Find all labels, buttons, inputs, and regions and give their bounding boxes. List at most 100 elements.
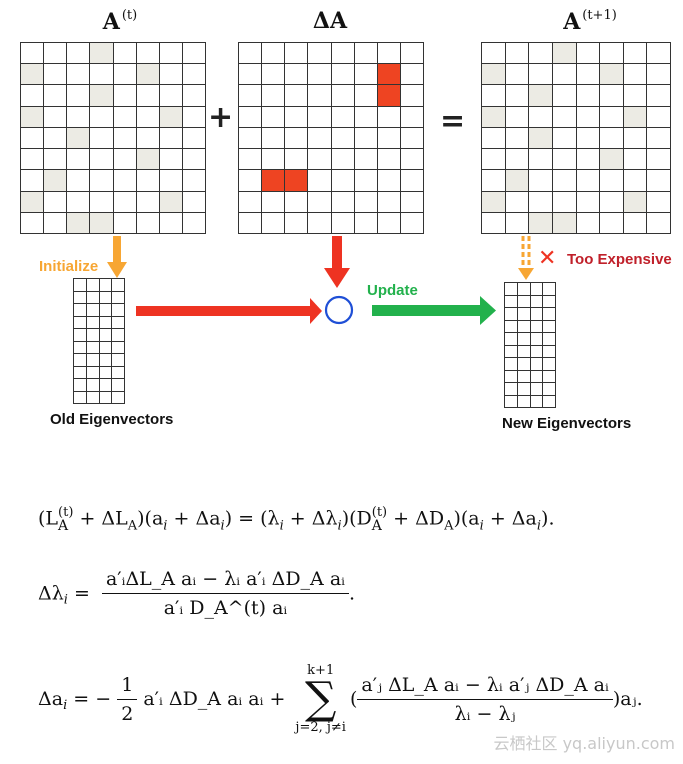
matrix-title-delta-a: ΔA — [300, 8, 360, 34]
old-eigenvectors-grid — [73, 278, 125, 404]
flow-arrows — [107, 236, 534, 325]
matrix-cell — [481, 126, 506, 150]
matrix-cell — [542, 344, 556, 358]
matrix-cell — [98, 365, 113, 379]
matrix-cell — [307, 169, 332, 192]
matrix-cell — [19, 84, 45, 107]
matrix-cell — [529, 307, 544, 321]
matrix-cell — [111, 353, 125, 367]
matrix-cell — [307, 84, 332, 107]
matrix-cell — [89, 148, 114, 171]
matrix-cell — [112, 169, 137, 192]
matrix-cell — [399, 169, 425, 192]
matrix-cell — [19, 190, 45, 213]
matrix-cell — [542, 332, 556, 346]
matrix-cell — [353, 41, 378, 65]
matrix-cell — [43, 148, 68, 171]
delta-down-arrow-shaft — [332, 236, 342, 270]
matrix-cell — [599, 148, 624, 171]
matrix-cell — [66, 84, 91, 107]
matrix-cell — [181, 105, 207, 128]
matrix-cell — [66, 105, 91, 128]
matrix-cell — [599, 105, 624, 128]
matrix-cell — [181, 169, 207, 192]
matrix-a-t1 — [481, 41, 671, 235]
matrix-cell — [622, 105, 648, 128]
matrix-cell — [542, 382, 556, 396]
matrix-cell — [353, 190, 378, 213]
matrix-cell — [85, 365, 100, 379]
update-arrow-shaft — [372, 305, 484, 316]
red-right-arrow-shaft — [136, 306, 314, 316]
matrix-cell — [504, 190, 530, 213]
matrix-cell — [73, 328, 87, 342]
matrix-cell — [112, 41, 137, 65]
matrix-cell — [284, 41, 309, 65]
matrix-cell — [516, 369, 531, 383]
watermark: 云栖社区 yq.aliyun.com — [493, 734, 675, 753]
matrix-cell — [504, 344, 518, 358]
update-label: Update — [367, 282, 418, 299]
matrix-cell — [89, 41, 114, 65]
matrix-cell — [516, 382, 531, 396]
matrix-cell — [66, 126, 91, 150]
title-text: A — [563, 9, 581, 35]
matrix-cell — [376, 169, 401, 192]
matrix-cell — [89, 190, 114, 213]
delta-down-arrow-head — [324, 268, 350, 288]
matrix-cell — [504, 394, 518, 408]
matrix-cell — [599, 41, 624, 65]
matrix-cell — [516, 394, 531, 408]
matrix-cell — [528, 84, 553, 107]
matrix-cell — [516, 319, 531, 333]
matrix-cell — [504, 84, 530, 107]
matrix-cell — [89, 126, 114, 150]
matrix-delta-a — [237, 41, 425, 235]
matrix-cell — [516, 344, 531, 358]
matrix-cell — [353, 84, 378, 107]
matrix-cell — [237, 63, 263, 86]
matrix-cell — [504, 148, 530, 171]
matrix-cell — [181, 126, 207, 150]
matrix-cell — [551, 41, 577, 65]
matrix-cell — [504, 105, 530, 128]
matrix-cell — [85, 353, 100, 367]
matrix-cell — [181, 211, 207, 235]
matrix-cell — [111, 365, 125, 379]
matrix-cell — [353, 105, 378, 128]
matrix-cell — [542, 394, 556, 408]
matrix-cell — [284, 105, 309, 128]
matrix-cell — [98, 390, 113, 404]
matrix-cell — [516, 294, 531, 308]
matrix-cell — [504, 63, 530, 86]
matrix-cell — [599, 211, 624, 235]
matrix-cell — [111, 390, 125, 404]
matrix-cell — [353, 211, 378, 235]
matrix-cell — [529, 332, 544, 346]
matrix-cell — [551, 105, 577, 128]
matrix-cell — [181, 41, 207, 65]
matrix-cell — [330, 63, 355, 86]
matrix-cell — [646, 41, 671, 65]
matrix-cell — [98, 303, 113, 317]
matrix-cell — [111, 378, 125, 392]
matrix-cell — [85, 378, 100, 392]
matrix-cell — [73, 390, 87, 404]
matrix-cell — [528, 148, 553, 171]
matrix-cell — [19, 169, 45, 192]
matrix-cell — [646, 105, 671, 128]
matrix-a-t — [19, 41, 207, 235]
too-expensive-label: Too Expensive — [567, 251, 672, 268]
matrix-cell — [307, 41, 332, 65]
matrix-cell — [181, 84, 207, 107]
matrix-cell — [66, 41, 91, 65]
matrix-cell — [158, 84, 183, 107]
title-text: ΔA — [312, 8, 348, 34]
matrix-cell — [89, 211, 114, 235]
matrix-cell — [551, 84, 577, 107]
matrix-cell — [98, 290, 113, 304]
matrix-cell — [399, 148, 425, 171]
matrix-cell — [529, 357, 544, 371]
matrix-cell — [98, 378, 113, 392]
matrix-cell — [542, 369, 556, 383]
